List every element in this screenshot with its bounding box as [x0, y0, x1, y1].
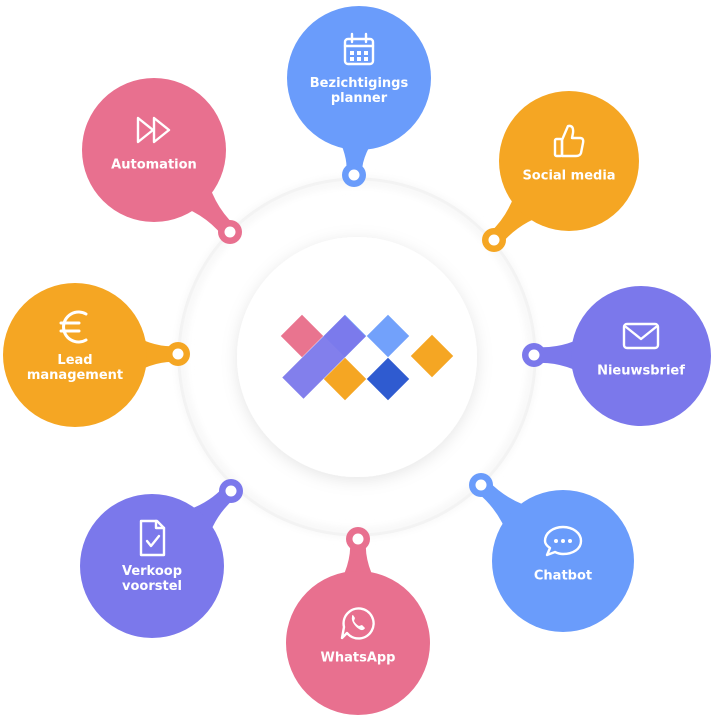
logo-diamond — [366, 314, 410, 358]
node-chatbot[interactable] — [469, 473, 634, 632]
logo-bar — [282, 315, 366, 399]
node-verkoop-voorstel[interactable] — [80, 479, 243, 638]
euro-icon — [59, 310, 88, 344]
node-bubble — [3, 283, 147, 427]
logo-diamond — [323, 357, 367, 401]
node-lead-management[interactable] — [3, 283, 190, 427]
center-disc — [237, 237, 477, 477]
logo-diamond — [280, 314, 324, 358]
mail-icon — [622, 322, 660, 350]
document-check-icon — [139, 519, 166, 557]
node-bubble — [571, 286, 711, 426]
node-bubble — [499, 91, 639, 231]
node-connector — [477, 480, 544, 546]
brand-logo — [280, 314, 454, 401]
node-bubble — [82, 78, 226, 222]
node-knob-hole — [475, 479, 487, 491]
node-knob-hole — [224, 226, 236, 238]
chat-icon — [543, 525, 583, 557]
logo-diamond — [366, 357, 410, 401]
node-bubble — [286, 571, 430, 715]
node-knob-hole — [488, 234, 500, 246]
calendar-icon — [343, 32, 375, 66]
node-whatsapp[interactable] — [286, 527, 430, 715]
node-knob-hole — [352, 533, 364, 545]
node-knob-hole — [348, 169, 360, 181]
whatsapp-icon — [340, 607, 375, 640]
logo-diamond — [410, 334, 454, 378]
node-social-media[interactable] — [482, 91, 639, 252]
thumbs-up-icon — [553, 124, 585, 158]
node-knob-hole — [528, 349, 540, 361]
node-knob-hole — [172, 348, 184, 360]
node-bubble — [492, 490, 634, 632]
node-automation[interactable] — [82, 78, 242, 244]
fast-forward-icon — [136, 116, 171, 144]
node-knob-hole — [225, 485, 237, 497]
node-bubble — [287, 6, 431, 150]
node-bubble — [80, 494, 224, 638]
node-nieuwsbrief[interactable] — [522, 286, 711, 426]
node-bezichtigings-planner[interactable] — [287, 6, 431, 187]
